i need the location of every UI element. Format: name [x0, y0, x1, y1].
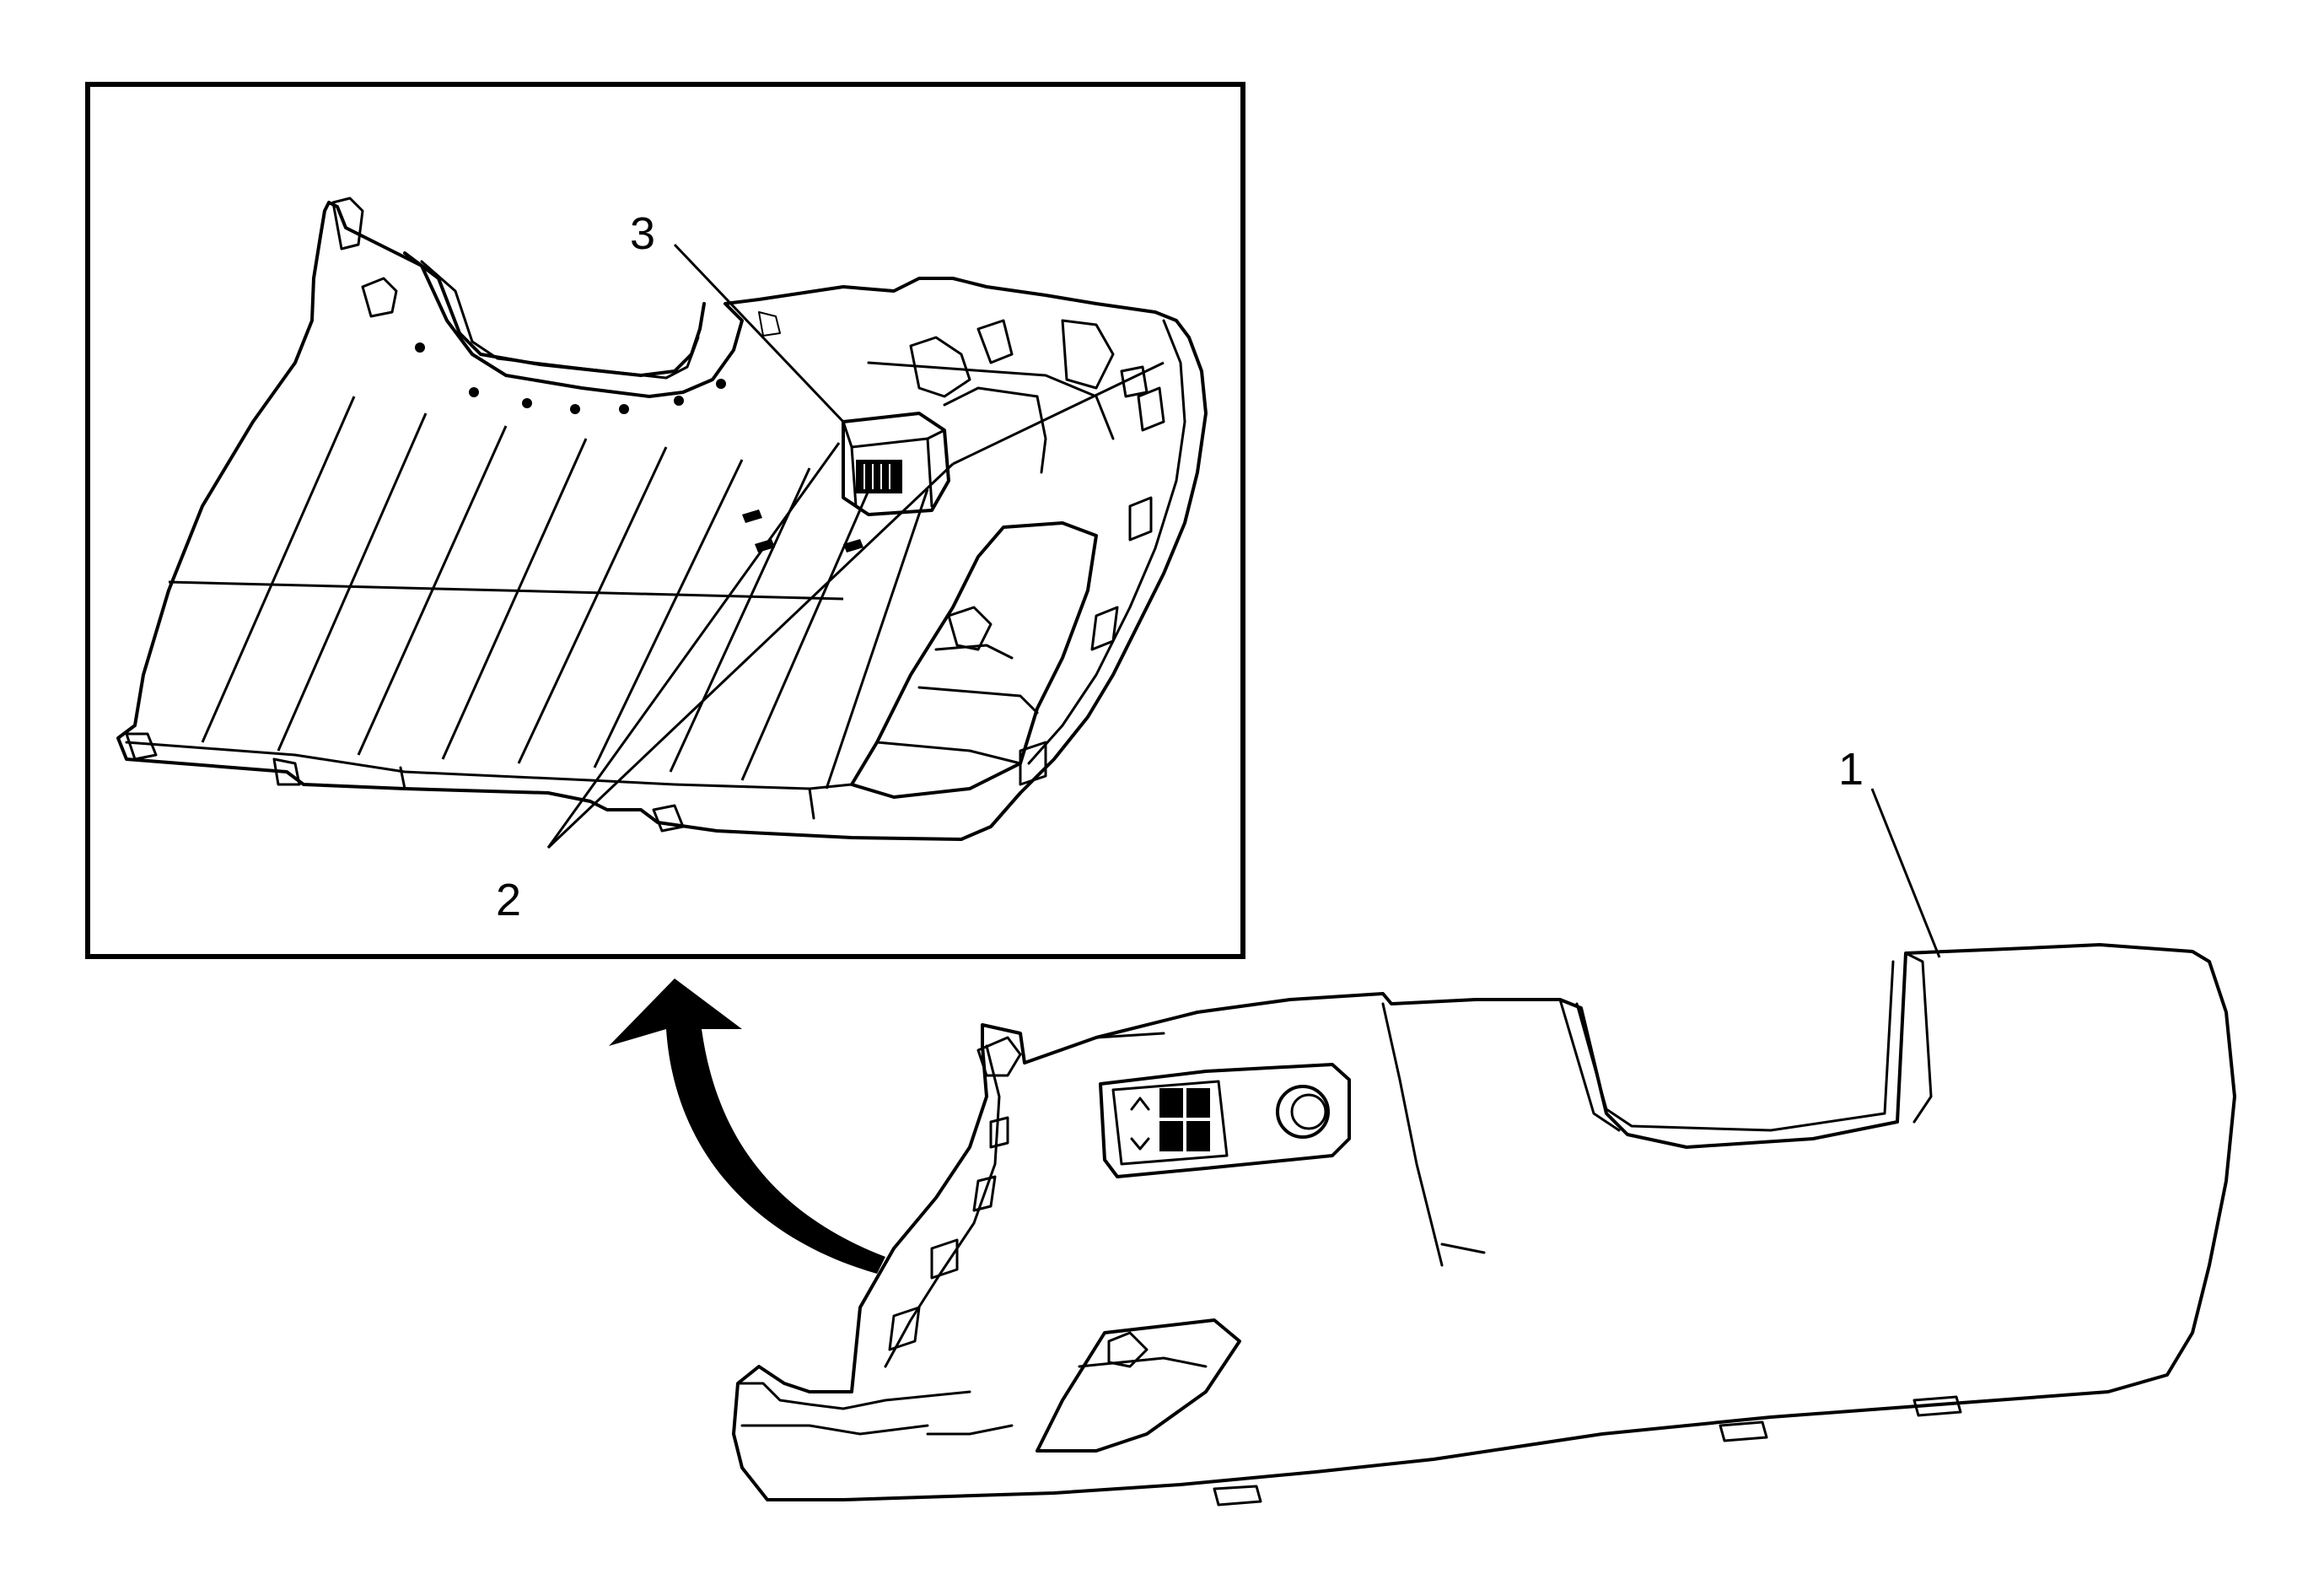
callout-3: 3: [630, 208, 655, 259]
reinforcement-ribs: [168, 396, 929, 790]
clip-holes: [415, 342, 726, 414]
inset-frame: [85, 82, 1245, 959]
detail-inset: 3 2: [85, 82, 1245, 959]
callout-1: 1: [1838, 744, 1864, 795]
knob: [1276, 1085, 1330, 1139]
switch-panel: [1099, 1063, 1351, 1178]
control-module: [842, 412, 950, 516]
knee-bolster-rear-view: [116, 197, 1208, 841]
curved-arrow-icon: [609, 978, 885, 1274]
chevron-up-icon: [1130, 1097, 1150, 1111]
chevron-down-icon: [1130, 1137, 1150, 1151]
leader-lines: [546, 243, 1165, 849]
callout-2: 2: [496, 875, 521, 925]
knee-bolster-assembly: [732, 943, 2236, 1507]
leader-line-1: [1870, 788, 1941, 958]
